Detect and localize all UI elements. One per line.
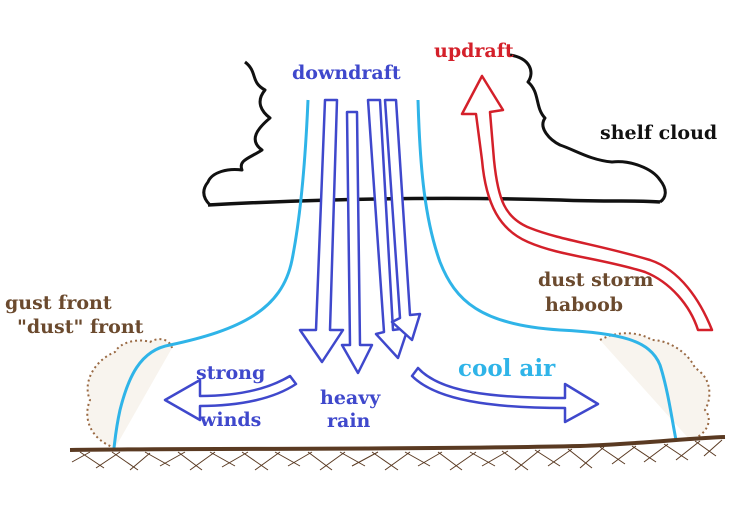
ground-scribbles [71,439,723,471]
downdraft-arrow-4 [383,98,422,342]
cool-air-boundary-right [416,99,678,441]
strong-label: strong [196,362,266,384]
downdraft-arrows [298,98,422,375]
cool-air-boundary-left [112,99,310,449]
rain-label: rain [327,410,371,432]
downdraft-arrow-3 [366,98,410,360]
cloud-base-line [207,196,661,207]
haboob-label: haboob [545,294,624,316]
cloud-right-outline [509,53,667,204]
shelf-cloud-label: shelf cloud [600,122,718,144]
downdraft-arrow-2 [340,110,374,375]
dust-cloud-left [86,338,173,449]
heavy-label: heavy [320,387,381,409]
gust-front-label-line2: "dust" front [17,316,144,338]
ground-line [69,435,726,452]
updraft-arrow [460,74,714,332]
gust-front-label-line1: gust front [5,292,112,314]
cloud-left-outline [202,60,272,207]
dust-storm-label-line1: dust storm [538,269,654,291]
updraft-label: updraft [434,40,514,62]
outflow-arrow-right [410,366,600,424]
downdraft-label: downdraft [292,62,401,84]
outflow-arrow-left [163,374,298,422]
downdraft-arrow-1 [298,98,345,364]
cool-air-label: cool air [458,355,556,382]
dust-cloud-right [599,332,711,441]
winds-label: winds [200,409,262,431]
